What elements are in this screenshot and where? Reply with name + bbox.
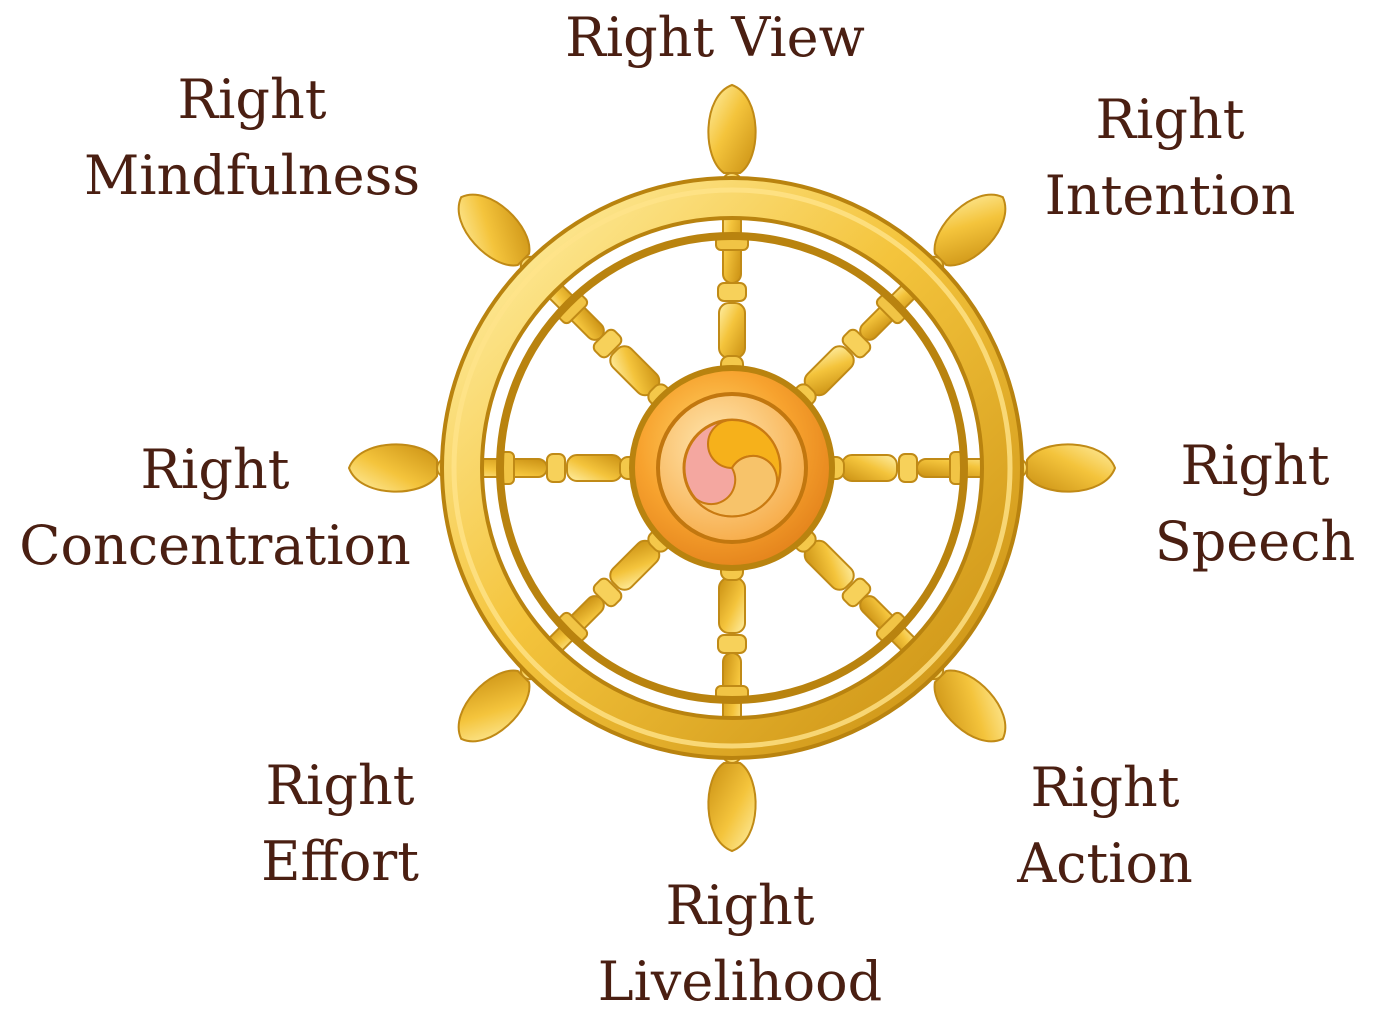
label-right-action: Right Action xyxy=(1000,750,1210,902)
wheel-rim xyxy=(444,180,1020,756)
label-right-action-line-1: Right xyxy=(1030,756,1180,819)
label-right-effort-line-2: Effort xyxy=(261,830,419,893)
three-swirl-gankyil-icon xyxy=(682,418,782,518)
label-right-speech: Right Speech xyxy=(1140,428,1370,580)
label-right-effort-line-1: Right xyxy=(265,754,415,817)
label-right-view: Right View xyxy=(540,0,890,76)
label-right-concentration-line-2: Concentration xyxy=(19,514,411,577)
label-right-livelihood-line-2: Livelihood xyxy=(597,950,883,1013)
wheel-rim-inner-edge xyxy=(496,232,968,704)
label-right-view-text: Right View xyxy=(565,6,865,69)
label-right-action-line-2: Action xyxy=(1017,832,1193,895)
wheel-rim-highlight xyxy=(451,187,1013,749)
label-right-intention: Right Intention xyxy=(1030,82,1310,234)
label-right-mindfulness-line-1: Right xyxy=(177,68,327,131)
label-right-concentration-line-1: Right xyxy=(140,438,290,501)
label-right-intention-line-1: Right xyxy=(1095,88,1245,151)
label-right-mindfulness: Right Mindfulness xyxy=(52,62,452,214)
label-right-livelihood: Right Livelihood xyxy=(585,868,895,1020)
label-right-concentration: Right Concentration xyxy=(0,432,430,584)
label-right-intention-line-2: Intention xyxy=(1044,164,1296,227)
label-right-speech-line-2: Speech xyxy=(1154,510,1356,573)
label-right-speech-line-1: Right xyxy=(1180,434,1330,497)
label-right-effort: Right Effort xyxy=(235,748,445,900)
label-right-livelihood-line-1: Right xyxy=(665,874,815,937)
label-right-mindfulness-line-2: Mindfulness xyxy=(83,144,421,207)
